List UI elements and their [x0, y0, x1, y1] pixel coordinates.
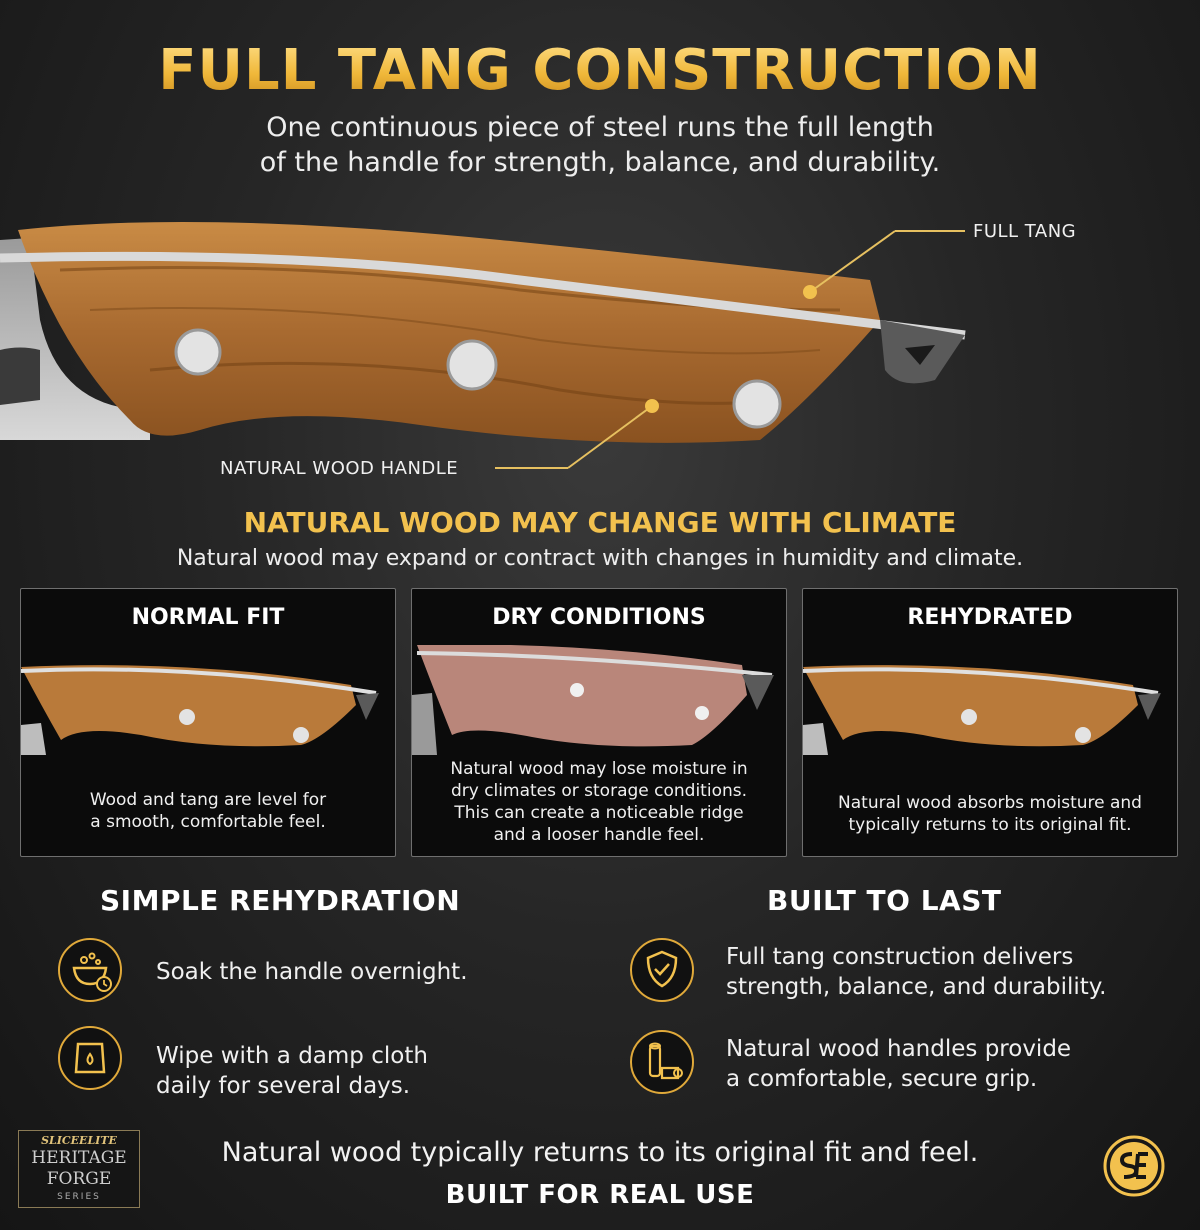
callout-natural-wood-handle: NATURAL WOOD HANDLE	[220, 458, 459, 479]
panel-normal-fit: NORMAL FIT Wood and tang are level for a…	[20, 588, 396, 857]
knife-handle-thumbnail	[21, 665, 379, 755]
rehydration-title: SIMPLE REHYDRATION	[100, 884, 461, 917]
page-subtitle-line1: One continuous piece of steel runs the f…	[266, 112, 934, 143]
heritage-forge-logo: SLICEELITE HERITAGE FORGE SERIES	[18, 1130, 140, 1208]
soak-bowl-icon	[58, 938, 122, 1002]
built-point-2: Natural wood handles provide a comfortab…	[726, 1036, 1072, 1092]
climate-title: NATURAL WOOD MAY CHANGE WITH CLIMATE	[243, 506, 957, 539]
built-to-last-title: BUILT TO LAST	[767, 884, 1002, 917]
wood-handle	[18, 222, 880, 443]
rivet	[732, 379, 782, 429]
tang-strip	[0, 251, 966, 340]
knife-handle-thumbnail	[412, 645, 774, 755]
se-brand-logo-icon	[1103, 1135, 1165, 1197]
callout-full-tang: FULL TANG	[973, 221, 1077, 242]
knife-handle-thumbnail	[803, 665, 1161, 755]
wood-logs-icon	[630, 1030, 694, 1094]
page-title: FULL TANG CONSTRUCTION	[0, 38, 1200, 103]
panel-dry-conditions: DRY CONDITIONS Natural wood may lose moi…	[411, 588, 787, 857]
rivet	[174, 328, 222, 376]
page-subtitle-line2: of the handle for strength, balance, and…	[259, 147, 941, 178]
damp-cloth-icon	[58, 1026, 122, 1090]
built-point-1: Full tang construction delivers strength…	[726, 944, 1107, 1000]
panel-description: Natural wood absorbs moisture and typica…	[838, 793, 1142, 835]
panel-title: REHYDRATED	[907, 605, 1073, 630]
footer-statement: Natural wood typically returns to its or…	[221, 1137, 979, 1168]
tang-callout-dot	[803, 285, 817, 299]
wood-callout-dot	[645, 399, 659, 413]
panel-description: Wood and tang are level for a smooth, co…	[89, 790, 327, 832]
rivet	[446, 339, 498, 391]
knife-handle-illustration	[0, 222, 966, 469]
shield-check-icon	[630, 938, 694, 1002]
panel-description: Natural wood may lose moisture in dry cl…	[450, 759, 748, 845]
climate-subtitle: Natural wood may expand or contract with…	[176, 546, 1024, 571]
panel-title: NORMAL FIT	[131, 605, 285, 630]
footer-tagline: BUILT FOR REAL USE	[445, 1180, 755, 1210]
panel-title: DRY CONDITIONS	[492, 605, 706, 630]
rehydration-step-2: Wipe with a damp cloth daily for several…	[156, 1043, 428, 1099]
panel-rehydrated: REHYDRATED Natural wood absorbs moisture…	[802, 588, 1178, 857]
rehydration-step-1: Soak the handle overnight.	[156, 959, 468, 985]
